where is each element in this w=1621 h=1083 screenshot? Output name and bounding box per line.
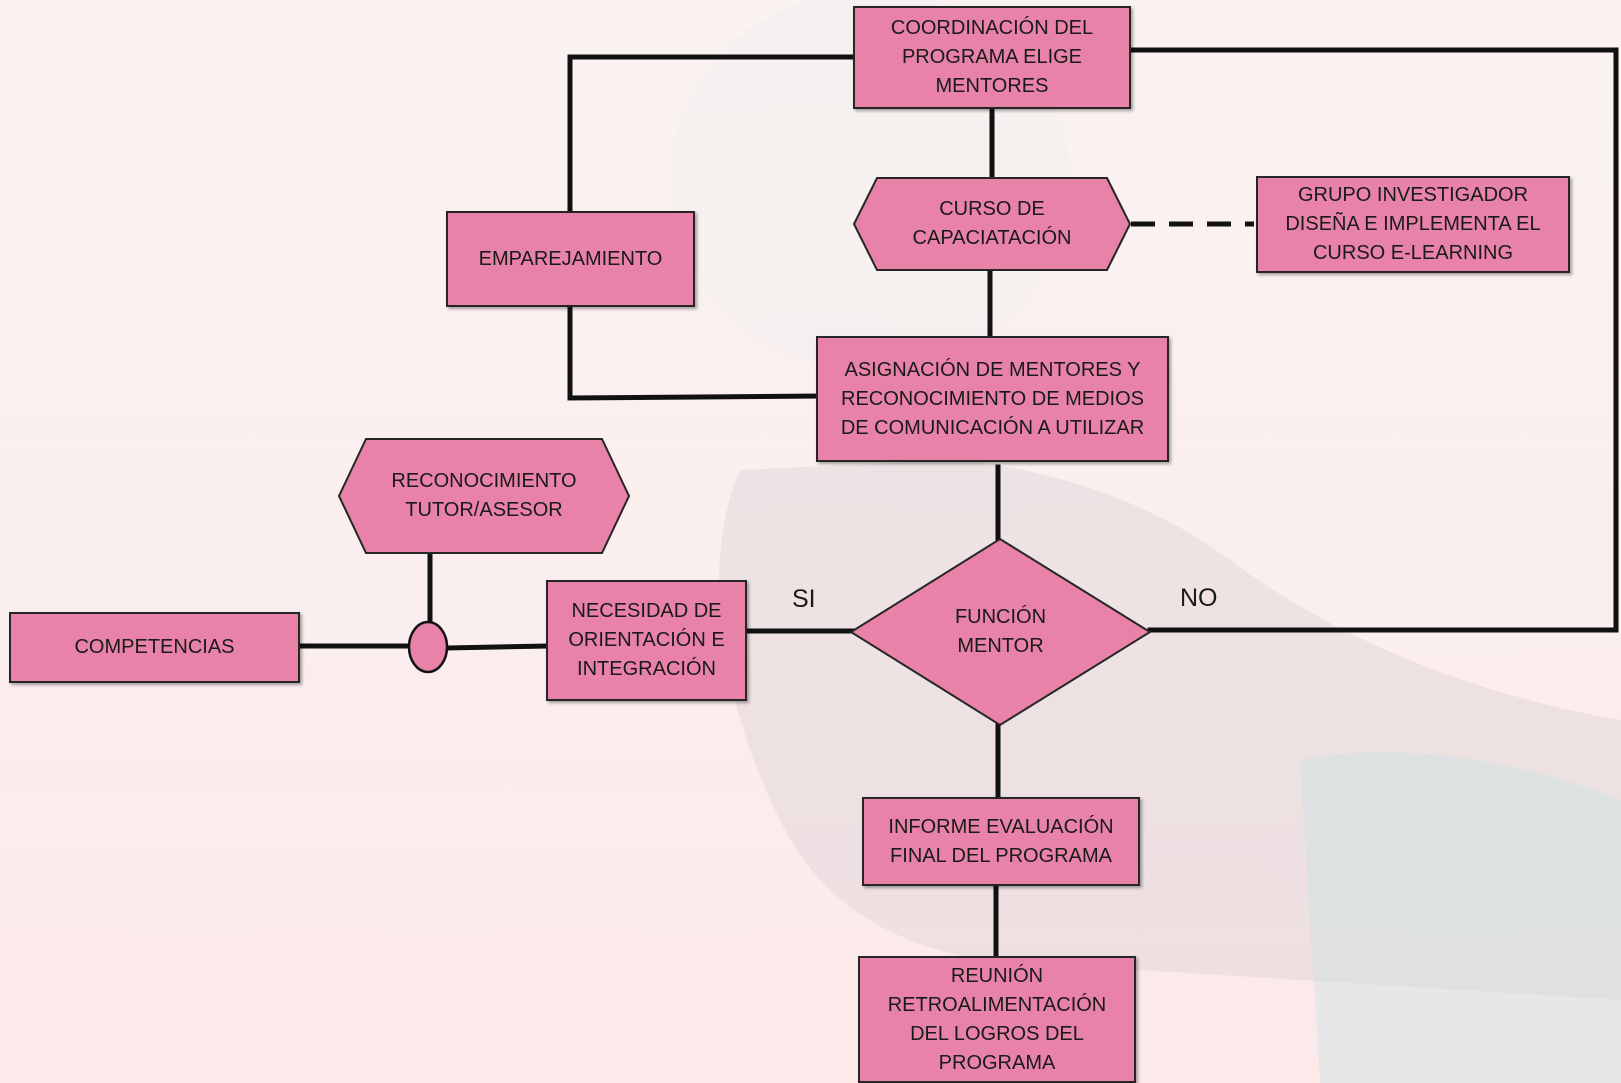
- branch-label-no: NO: [1180, 584, 1218, 612]
- branch-label-si: SI: [792, 585, 816, 613]
- line-coord-to-emparejamiento: [567, 54, 855, 213]
- node-asignacion-label: ASIGNACIÓN DE MENTORES Y RECONOCIMIENTO …: [840, 358, 1145, 439]
- line-no-loop: [1128, 47, 1619, 633]
- node-competencias-label: COMPETENCIAS: [74, 636, 235, 658]
- node-competencias: COMPETENCIAS: [9, 612, 300, 683]
- node-emparejamiento-label: EMPAREJAMIENTO: [478, 247, 663, 270]
- node-reunion: REUNIÓN RETROALIMENTACIÓN DEL LOGROS DEL…: [858, 956, 1136, 1083]
- node-grupo-label: GRUPO INVESTIGADOR DISEÑA E IMPLEMENTA E…: [1285, 184, 1541, 264]
- sleeve-shape: [1300, 752, 1621, 1083]
- node-curso-label: CURSO DE CAPACIATACIÓN: [912, 198, 1072, 249]
- node-necesidad: NECESIDAD DE ORIENTACIÓN E INTEGRACIÓN: [546, 580, 747, 701]
- node-reunion-label: REUNIÓN RETROALIMENTACIÓN DEL LOGROS DEL…: [887, 964, 1107, 1074]
- line-emparejamiento-to-asignacion: [567, 303, 821, 401]
- node-coordinacion: COORDINACIÓN DEL PROGRAMA ELIGE MENTORES: [853, 6, 1131, 109]
- line-necesidad-to-junction: [445, 643, 549, 651]
- node-necesidad-label: NECESIDAD DE ORIENTACIÓN E INTEGRACIÓN: [568, 600, 725, 680]
- node-asignacion: ASIGNACIÓN DE MENTORES Y RECONOCIMIENTO …: [816, 336, 1169, 462]
- node-funcion-label: FUNCIÓN MENTOR: [954, 606, 1047, 657]
- hexagon-shape: [337, 438, 631, 554]
- node-funcion-diamond: FUNCIÓN MENTOR: [849, 537, 1152, 727]
- node-informe: INFORME EVALUACIÓN FINAL DEL PROGRAMA: [862, 797, 1140, 886]
- node-informe-label: INFORME EVALUACIÓN FINAL DEL PROGRAMA: [888, 815, 1114, 867]
- node-curso-hexagon: CURSO DE CAPACIATACIÓN: [852, 177, 1132, 271]
- node-coordinacion-label: COORDINACIÓN DEL PROGRAMA ELIGE MENTORES: [890, 17, 1094, 97]
- node-grupo-investigador: GRUPO INVESTIGADOR DISEÑA E IMPLEMENTA E…: [1256, 176, 1570, 273]
- junction-node: [407, 620, 449, 674]
- hexagon-shape: [852, 177, 1132, 271]
- node-reconocimiento-hexagon: RECONOCIMIENTO TUTOR/ASESOR: [337, 438, 631, 554]
- node-emparejamiento: EMPAREJAMIENTO: [446, 211, 695, 307]
- node-reconocimiento-label: RECONOCIMIENTO TUTOR/ASESOR: [391, 470, 577, 521]
- diamond-shape: [849, 537, 1152, 727]
